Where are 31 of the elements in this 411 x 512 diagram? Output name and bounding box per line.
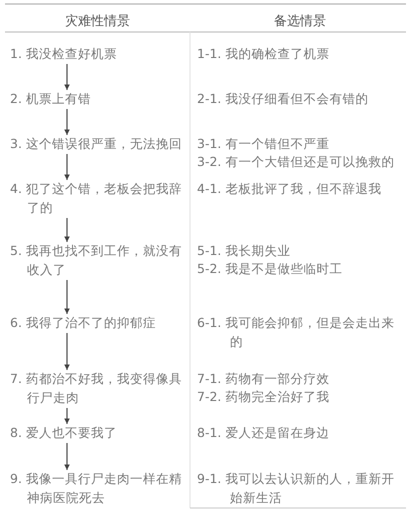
scenario-step: 2. 机票上有错 (10, 89, 185, 108)
scenario-step: 8. 爱人也不要我了 (10, 423, 185, 442)
arrow (64, 64, 70, 90)
alternative-scenario: 8-1. 爱人还是留在身边 (197, 424, 330, 442)
arrow (64, 109, 70, 135)
arrow (64, 280, 70, 314)
column-header: 备选情景 (273, 13, 327, 31)
column-header: 灾难性情景 (64, 13, 131, 31)
scenario-step: 4. 犯了这个错，老板会把我辞了的 (10, 179, 185, 217)
arrow (64, 154, 70, 180)
scenario-step: 7. 药都治不好我，我变得像具行尸走肉 (10, 369, 185, 407)
scenario-step: 5. 我再也找不到工作，就没有收入了 (10, 241, 185, 279)
alternative-scenario: 5-1. 我长期失业 (197, 242, 292, 260)
arrow (64, 333, 70, 370)
alternative-scenario: 3-1. 有一个错但不严重 (197, 135, 330, 153)
arrow (64, 218, 70, 242)
alternative-scenario: 7-2. 药物完全治好了我 (197, 388, 330, 406)
scenario-step: 1. 我没检查好机票 (10, 44, 185, 63)
alternative-scenario: 7-1. 药物有一部分疗效 (197, 370, 330, 388)
alternative-scenario: 5-2. 我是不是做些临时工 (197, 260, 344, 278)
scenario-step: 3. 这个错误很严重，无法挽回 (10, 134, 185, 153)
alternative-scenario: 4-1. 老板批评了我，但不辞退我 (197, 180, 382, 198)
arrow (64, 408, 70, 424)
alternative-scenario: 9-1. 我可以去认识新的人，重新开始新生活 (197, 470, 396, 507)
alternative-scenario: 6-1. 我可能会抑郁，但是会走出来的 (197, 314, 396, 351)
alternative-scenario: 1-1. 我的确检查了机票 (197, 45, 330, 63)
alternative-scenario: 3-2. 有一个大错但还是可以挽救的 (197, 153, 396, 171)
scenario-step: 9. 我像一具行尸走肉一样在精神病医院死去 (10, 469, 185, 507)
arrow (64, 443, 70, 470)
scenario-step: 6. 我得了治不了的抑郁症 (10, 313, 185, 332)
alternative-scenario: 2-1. 我没仔细看但不会有错的 (197, 90, 370, 108)
